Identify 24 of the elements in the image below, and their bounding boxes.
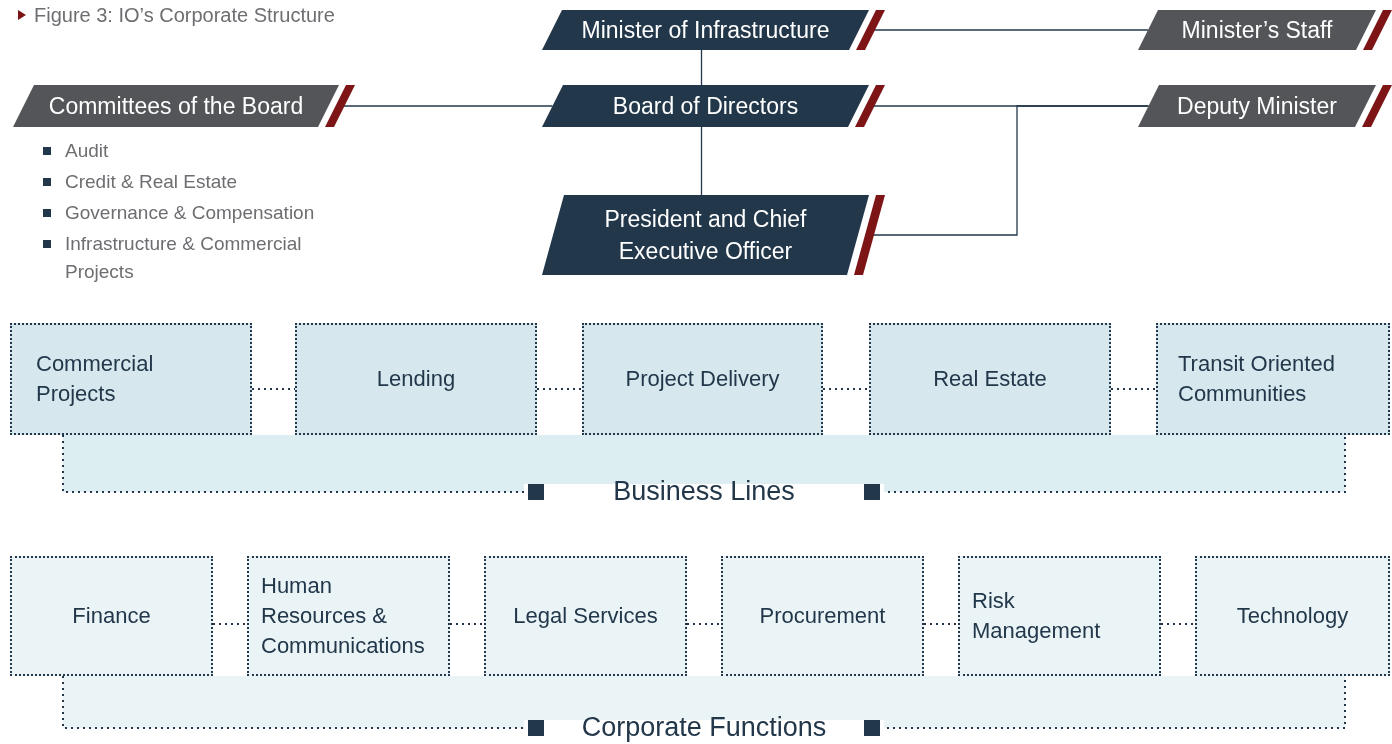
department-box: Procurement — [721, 556, 924, 676]
department-box: Lending — [295, 323, 537, 435]
connector-line — [700, 126, 703, 196]
department-box: Technology — [1195, 556, 1390, 676]
department-box: Transit Oriented Communities — [1156, 323, 1390, 435]
figure-title: Figure 3: IO’s Corporate Structure — [34, 3, 335, 28]
department-box: Project Delivery — [582, 323, 823, 435]
list-item: Infrastructure & Commercial Projects — [65, 232, 303, 284]
department-box: Real Estate — [869, 323, 1111, 435]
dotted-connector — [822, 388, 870, 390]
department-box: Human Resources & Communications — [247, 556, 450, 676]
dotted-connector — [923, 623, 959, 625]
department-box: Risk Management — [958, 556, 1161, 676]
department-box: Finance — [10, 556, 213, 676]
dotted-connector — [449, 623, 485, 625]
list-item: Credit & Real Estate — [65, 170, 238, 194]
dotted-connector — [212, 623, 248, 625]
connector-line — [700, 49, 703, 86]
dotted-connector — [686, 623, 722, 625]
department-box: Legal Services — [484, 556, 687, 676]
list-item: Governance & Compensation — [65, 201, 315, 225]
department-box: Commercial Projects — [10, 323, 252, 435]
list-item: Audit — [65, 139, 109, 163]
dotted-connector — [1160, 623, 1196, 625]
